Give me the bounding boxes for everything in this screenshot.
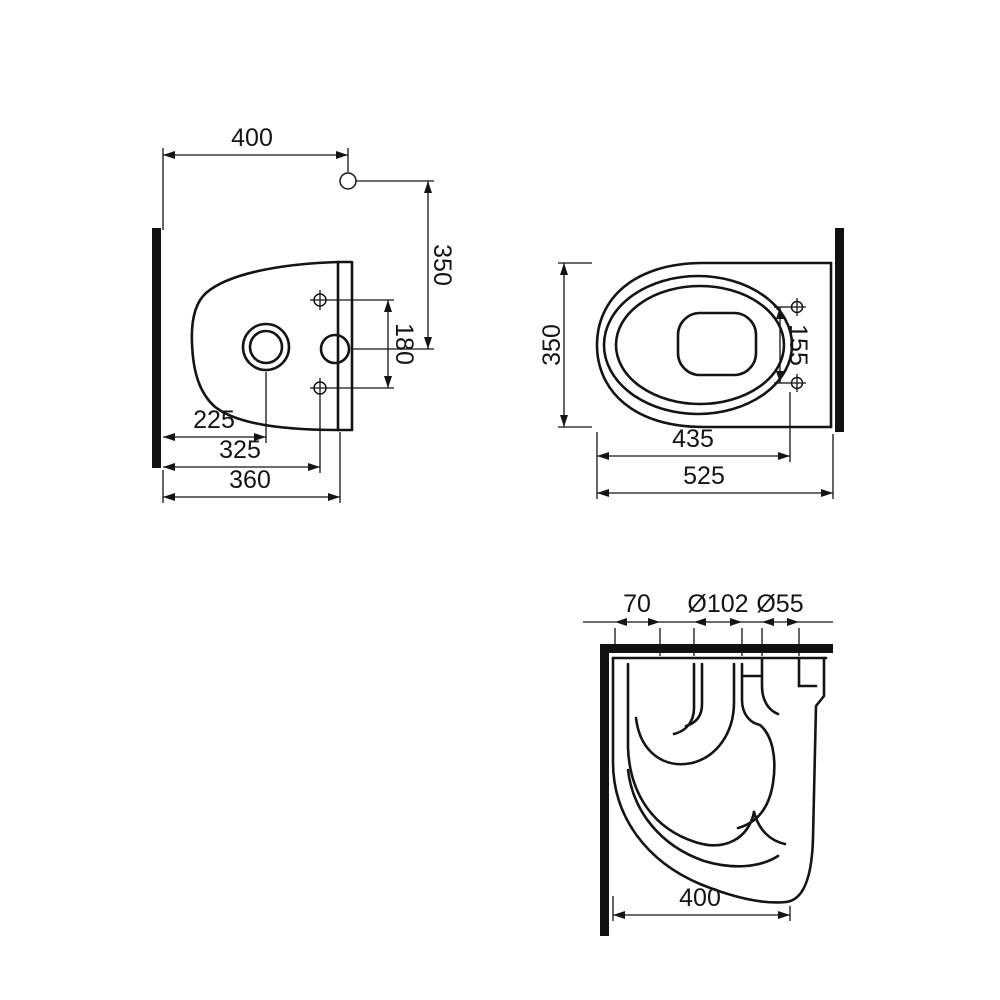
rear-view: 400 350 180 225 325 bbox=[152, 124, 456, 503]
section-view: 70 Ø102 Ø55 400 bbox=[583, 590, 833, 936]
dim-525: 525 bbox=[597, 434, 834, 499]
dim-label-325: 325 bbox=[219, 436, 261, 464]
bowl-opening bbox=[676, 311, 758, 377]
dim-label-350-rear: 350 bbox=[428, 244, 456, 286]
dim-155: 155 bbox=[774, 306, 812, 384]
pipe-center-mark bbox=[339, 172, 357, 190]
dim-label-diameter-55: Ø55 bbox=[756, 590, 803, 618]
dim-label-360: 360 bbox=[229, 466, 271, 494]
plan-view: 350 155 435 525 bbox=[538, 228, 844, 499]
plan-fixing-hole-bottom bbox=[788, 374, 806, 392]
drain-outer-circle bbox=[241, 322, 291, 372]
dim-435: 435 bbox=[596, 392, 791, 499]
dim-350-plan: 350 bbox=[538, 262, 592, 428]
drain-inner-circle bbox=[248, 329, 284, 365]
plan-fixing-hole-top bbox=[788, 298, 806, 316]
seat-outer-ellipse bbox=[602, 274, 794, 416]
dim-180: 180 bbox=[330, 299, 418, 389]
section-profile bbox=[611, 656, 828, 904]
dim-label-400-top: 400 bbox=[231, 124, 273, 152]
plan-outline bbox=[595, 261, 833, 429]
dim-label-155: 155 bbox=[784, 324, 812, 366]
seat-inner-ellipse bbox=[614, 284, 786, 406]
dim-label-180: 180 bbox=[390, 323, 418, 365]
fixing-hole-top bbox=[310, 290, 330, 310]
inlet-circle bbox=[319, 333, 351, 365]
wall-bar bbox=[152, 228, 161, 468]
dim-label-525: 525 bbox=[683, 462, 725, 490]
dim-350-rear: 350 bbox=[352, 180, 456, 350]
toilet-body-outline bbox=[190, 260, 354, 432]
dim-label-225: 225 bbox=[193, 406, 235, 434]
dim-360: 360 bbox=[163, 432, 341, 503]
dim-400-top: 400 bbox=[162, 124, 357, 230]
dim-55: Ø55 bbox=[742, 590, 833, 656]
dim-102: Ø102 bbox=[660, 590, 749, 656]
wall-bar-section-top bbox=[600, 644, 833, 653]
dim-label-70: 70 bbox=[623, 590, 651, 618]
wall-bar-plan bbox=[835, 228, 844, 432]
wall-bar-section-left bbox=[600, 644, 609, 936]
dim-label-400-section: 400 bbox=[679, 884, 721, 912]
dim-400-section: 400 bbox=[612, 884, 791, 921]
dim-label-350-plan: 350 bbox=[538, 324, 566, 366]
dim-label-diameter-102: Ø102 bbox=[687, 590, 748, 618]
dim-325: 325 bbox=[163, 398, 321, 473]
dim-label-435: 435 bbox=[672, 425, 714, 453]
fixing-hole-bottom bbox=[310, 378, 330, 398]
dim-70: 70 bbox=[583, 590, 661, 656]
